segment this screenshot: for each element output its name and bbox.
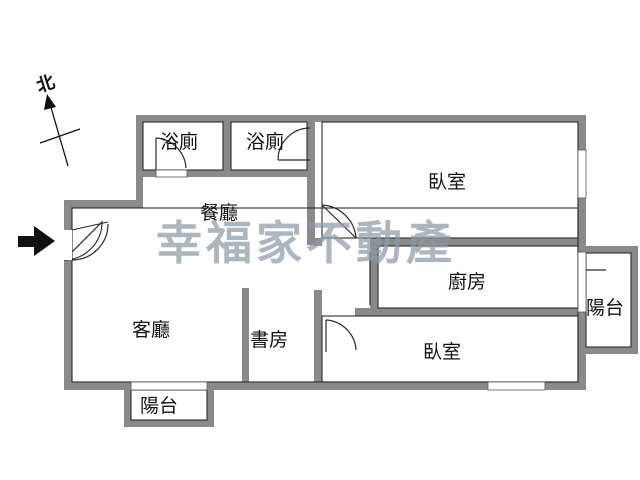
wall-balcony-bottom-base xyxy=(124,420,214,427)
wall-bath2-right xyxy=(307,115,315,245)
wall-left-lower xyxy=(64,260,72,389)
wall-bottom-left xyxy=(64,382,129,390)
compass: 北 xyxy=(34,72,81,167)
wall-bath-left xyxy=(136,115,143,208)
compass-arrowhead xyxy=(44,94,56,110)
door-bedroom-bottom xyxy=(325,319,357,352)
wall-balcony-bottom-right xyxy=(207,382,214,427)
watermark: 幸福家不動產 xyxy=(156,216,456,270)
wall-bath-divider xyxy=(223,115,231,177)
wall-kitchen-left xyxy=(370,246,378,308)
window-bedroom-top-right xyxy=(577,149,587,199)
wall-bath1-bottom xyxy=(136,170,156,177)
room-label-bath-2: 浴廁 xyxy=(246,130,284,153)
wall-bath2-bottom xyxy=(224,170,314,177)
compass-needle xyxy=(49,103,69,167)
wall-corridor-top-stub xyxy=(314,238,322,246)
window-kitchen-right xyxy=(577,251,587,313)
wall-balcony-bottom-left xyxy=(124,382,131,427)
room-label-study: 書房 xyxy=(250,329,288,351)
room-label-dining: 餐廳 xyxy=(200,202,238,224)
room-label-bedroom-top: 臥室 xyxy=(428,171,466,193)
wall-top-bedroom xyxy=(314,115,584,122)
window-bath1 xyxy=(155,169,188,178)
window-bottom-balcony xyxy=(130,381,208,391)
wall-bath1-bottom-r xyxy=(187,170,232,177)
room-label-balcony-right: 陽台 xyxy=(586,297,624,319)
wall-kitchen-bottom xyxy=(355,308,586,316)
wall-left-upper xyxy=(64,200,72,230)
window-bedroom-bottom xyxy=(487,381,546,391)
compass-crossbar xyxy=(39,128,81,144)
wall-study-left xyxy=(242,288,249,384)
wall-bottom-right xyxy=(545,382,586,390)
doors xyxy=(60,127,606,352)
room-labels: 浴廁 浴廁 臥室 餐廳 廚房 陽台 客廳 書房 臥室 陽台 xyxy=(132,130,624,417)
entrance-arrow-icon xyxy=(18,226,55,256)
walls xyxy=(64,115,638,427)
wall-bottom-mid xyxy=(208,382,488,390)
door-bath2 xyxy=(277,127,311,161)
windows xyxy=(130,149,587,391)
wall-balcony-right-base xyxy=(580,347,638,354)
door-bath1 xyxy=(155,137,187,170)
room-label-bedroom-bottom: 臥室 xyxy=(423,341,461,363)
wall-bedroom-bottom xyxy=(370,238,586,246)
door-bedroom-top xyxy=(321,204,357,239)
wall-top-left-stub xyxy=(64,200,136,208)
wall-balcony-right-top xyxy=(580,246,638,253)
wall-corridor-right xyxy=(314,290,322,384)
room-label-kitchen: 廚房 xyxy=(448,270,486,293)
wall-balcony-right-side xyxy=(631,246,638,354)
north-label: 北 xyxy=(34,72,58,98)
room-label-bath-1: 浴廁 xyxy=(160,130,198,153)
room-label-balcony-bottom: 陽台 xyxy=(140,395,178,417)
room-label-living: 客廳 xyxy=(132,319,170,341)
